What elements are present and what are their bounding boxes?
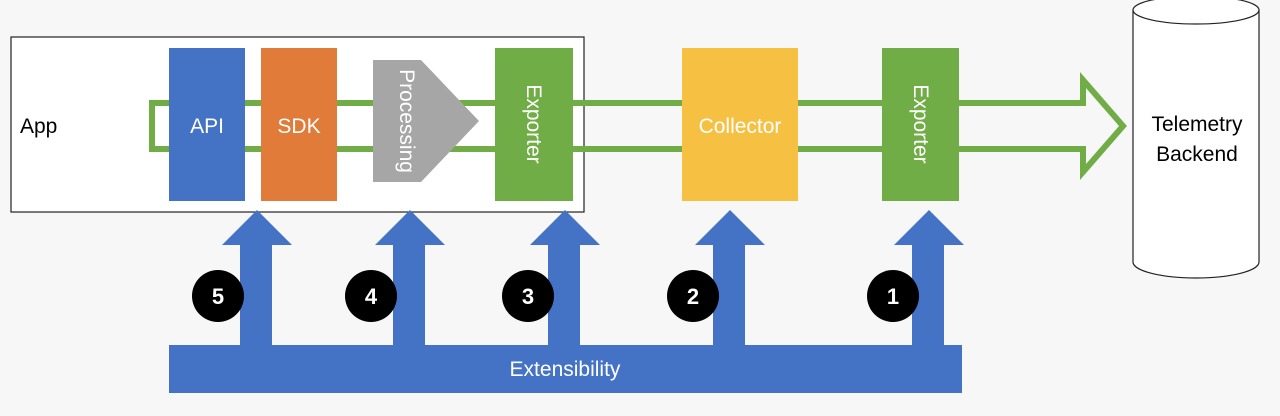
app-label: App	[20, 115, 57, 138]
extension-arrow-3	[530, 210, 600, 345]
extensibility-bar	[169, 345, 962, 393]
exporter-app-label: Exporter	[522, 84, 545, 163]
marker-5	[192, 270, 244, 322]
marker-1	[867, 270, 919, 322]
extension-arrow-2	[695, 210, 765, 345]
extension-arrow-5	[222, 210, 292, 345]
collector-box	[682, 48, 798, 201]
marker-4	[345, 270, 397, 322]
telemetry-backend: Telemetry Backend	[1132, 0, 1260, 279]
backend-label-line1: Telemetry	[1151, 113, 1243, 136]
marker-3	[502, 270, 554, 322]
extension-arrow-4	[375, 210, 445, 345]
exporter-collector-box	[882, 48, 959, 201]
collector-label: Collector	[699, 115, 782, 138]
marker-2	[667, 270, 719, 322]
marker-3-label: 3	[522, 284, 534, 309]
processing-label: Processing	[395, 69, 418, 173]
api-box	[169, 48, 245, 201]
exporter-app-box	[495, 48, 573, 201]
extensibility-label: Extensibility	[510, 358, 621, 381]
api-label: API	[190, 115, 224, 138]
exporter-collector-label: Exporter	[909, 84, 932, 163]
marker-5-label: 5	[212, 284, 224, 309]
marker-2-label: 2	[687, 284, 699, 309]
marker-1-label: 1	[887, 284, 899, 309]
extension-arrow-1	[894, 210, 964, 345]
processing-box	[373, 60, 479, 182]
sdk-label: SDK	[277, 115, 320, 138]
marker-4-label: 4	[365, 284, 378, 309]
backend-label-line2: Backend	[1156, 143, 1238, 166]
sdk-box	[261, 48, 337, 201]
